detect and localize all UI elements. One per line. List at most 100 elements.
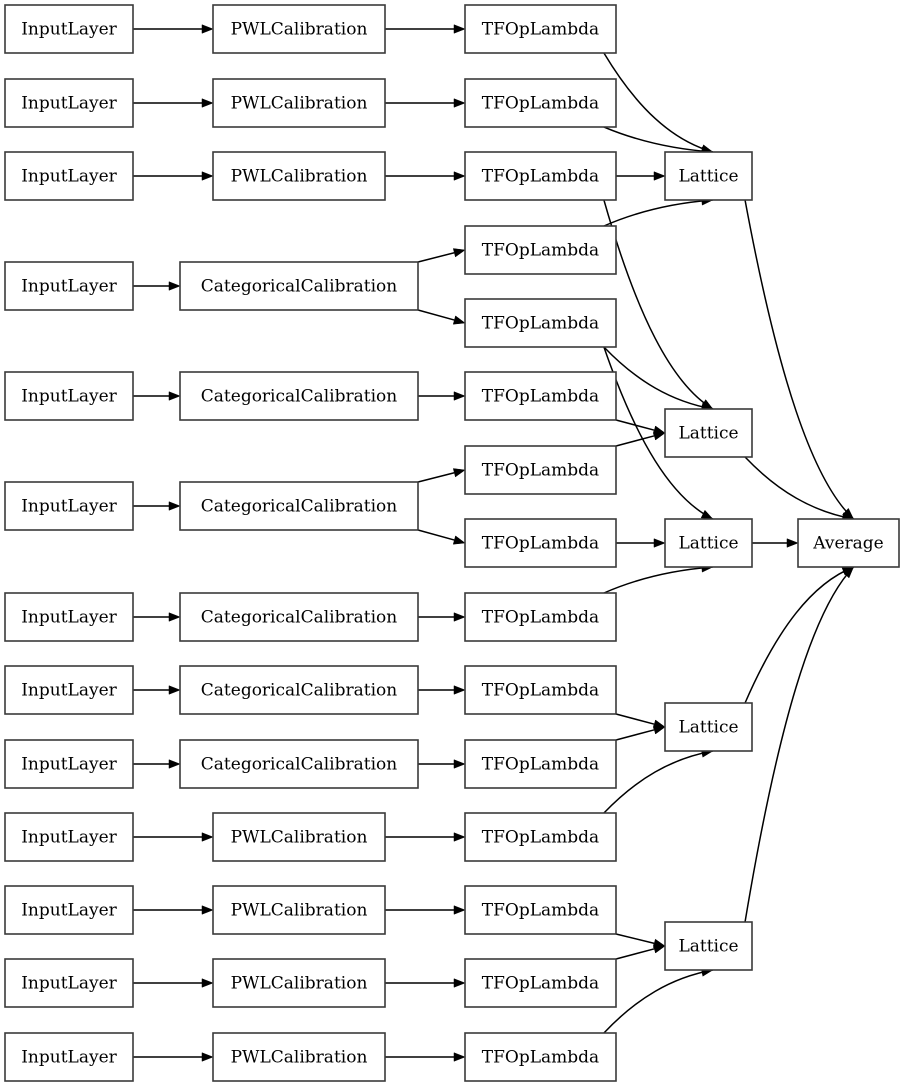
node-inputlayer[interactable]: InputLayer <box>4 812 134 862</box>
node-box[interactable] <box>4 958 134 1008</box>
node-inputlayer[interactable]: InputLayer <box>4 481 134 531</box>
node-box[interactable] <box>464 445 617 495</box>
node-inputlayer[interactable]: InputLayer <box>4 4 134 54</box>
node-box[interactable] <box>4 1032 134 1082</box>
node-box[interactable] <box>4 261 134 311</box>
node-pwlcalibration[interactable]: PWLCalibration <box>212 4 386 54</box>
node-tfoplambda[interactable]: TFOpLambda <box>464 665 617 715</box>
node-tfoplambda[interactable]: TFOpLambda <box>464 371 617 421</box>
node-box[interactable] <box>464 812 617 862</box>
node-box[interactable] <box>212 4 386 54</box>
node-inputlayer[interactable]: InputLayer <box>4 885 134 935</box>
node-inputlayer[interactable]: InputLayer <box>4 958 134 1008</box>
node-box[interactable] <box>464 592 617 642</box>
node-box[interactable] <box>212 78 386 128</box>
node-box[interactable] <box>664 518 753 568</box>
arrowhead-icon <box>652 725 666 735</box>
node-label: Lattice <box>678 718 738 738</box>
node-categoricalcalibration[interactable]: CategoricalCalibration <box>179 371 419 421</box>
node-box[interactable] <box>664 702 753 752</box>
node-box[interactable] <box>4 4 134 54</box>
node-tfoplambda[interactable]: TFOpLambda <box>464 298 617 348</box>
node-categoricalcalibration[interactable]: CategoricalCalibration <box>179 739 419 789</box>
node-lattice[interactable]: Lattice <box>664 921 753 971</box>
node-tfoplambda[interactable]: TFOpLambda <box>464 885 617 935</box>
node-box[interactable] <box>464 225 617 275</box>
node-box[interactable] <box>464 4 617 54</box>
node-tfoplambda[interactable]: TFOpLambda <box>464 151 617 201</box>
node-inputlayer[interactable]: InputLayer <box>4 592 134 642</box>
node-lattice[interactable]: Lattice <box>664 151 753 201</box>
node-categoricalcalibration[interactable]: CategoricalCalibration <box>179 481 419 531</box>
edge-tfoplambda-to-lattice <box>615 435 655 447</box>
node-box[interactable] <box>4 885 134 935</box>
node-pwlcalibration[interactable]: PWLCalibration <box>212 812 386 862</box>
node-box[interactable] <box>179 481 419 531</box>
node-box[interactable] <box>179 665 419 715</box>
node-box[interactable] <box>4 592 134 642</box>
node-inputlayer[interactable]: InputLayer <box>4 261 134 311</box>
node-box[interactable] <box>4 78 134 128</box>
node-inputlayer[interactable]: InputLayer <box>4 1032 134 1082</box>
arrowhead-icon <box>452 535 466 545</box>
node-tfoplambda[interactable]: TFOpLambda <box>464 4 617 54</box>
node-tfoplambda[interactable]: TFOpLambda <box>464 592 617 642</box>
node-pwlcalibration[interactable]: PWLCalibration <box>212 151 386 201</box>
arrowhead-icon <box>168 281 181 291</box>
node-box[interactable] <box>664 921 753 971</box>
node-box[interactable] <box>464 958 617 1008</box>
node-box[interactable] <box>464 78 617 128</box>
node-box[interactable] <box>4 739 134 789</box>
node-inputlayer[interactable]: InputLayer <box>4 78 134 128</box>
node-average[interactable]: Average <box>797 518 900 568</box>
node-pwlcalibration[interactable]: PWLCalibration <box>212 885 386 935</box>
node-box[interactable] <box>4 481 134 531</box>
arrowhead-icon <box>652 431 666 441</box>
node-tfoplambda[interactable]: TFOpLambda <box>464 739 617 789</box>
node-box[interactable] <box>464 371 617 421</box>
node-box[interactable] <box>664 151 753 201</box>
node-categoricalcalibration[interactable]: CategoricalCalibration <box>179 592 419 642</box>
node-tfoplambda[interactable]: TFOpLambda <box>464 812 617 862</box>
node-tfoplambda[interactable]: TFOpLambda <box>464 445 617 495</box>
node-categoricalcalibration[interactable]: CategoricalCalibration <box>179 665 419 715</box>
node-tfoplambda[interactable]: TFOpLambda <box>464 958 617 1008</box>
node-pwlcalibration[interactable]: PWLCalibration <box>212 78 386 128</box>
node-tfoplambda[interactable]: TFOpLambda <box>464 225 617 275</box>
node-box[interactable] <box>464 665 617 715</box>
node-box[interactable] <box>464 298 617 348</box>
node-box[interactable] <box>212 1032 386 1082</box>
node-box[interactable] <box>797 518 900 568</box>
node-lattice[interactable]: Lattice <box>664 518 753 568</box>
node-box[interactable] <box>4 665 134 715</box>
node-box[interactable] <box>212 151 386 201</box>
node-box[interactable] <box>4 151 134 201</box>
node-tfoplambda[interactable]: TFOpLambda <box>464 78 617 128</box>
node-box[interactable] <box>179 371 419 421</box>
node-lattice[interactable]: Lattice <box>664 408 753 458</box>
node-lattice[interactable]: Lattice <box>664 702 753 752</box>
node-box[interactable] <box>179 592 419 642</box>
node-box[interactable] <box>212 812 386 862</box>
node-tfoplambda[interactable]: TFOpLambda <box>464 1032 617 1082</box>
node-pwlcalibration[interactable]: PWLCalibration <box>212 958 386 1008</box>
node-box[interactable] <box>4 371 134 421</box>
node-inputlayer[interactable]: InputLayer <box>4 665 134 715</box>
node-box[interactable] <box>464 885 617 935</box>
node-inputlayer[interactable]: InputLayer <box>4 371 134 421</box>
node-box[interactable] <box>464 739 617 789</box>
node-categoricalcalibration[interactable]: CategoricalCalibration <box>179 261 419 311</box>
node-box[interactable] <box>4 812 134 862</box>
node-pwlcalibration[interactable]: PWLCalibration <box>212 1032 386 1082</box>
node-box[interactable] <box>464 518 617 568</box>
node-tfoplambda[interactable]: TFOpLambda <box>464 518 617 568</box>
node-inputlayer[interactable]: InputLayer <box>4 739 134 789</box>
node-box[interactable] <box>212 958 386 1008</box>
node-box[interactable] <box>464 1032 617 1082</box>
node-box[interactable] <box>212 885 386 935</box>
node-box[interactable] <box>179 739 419 789</box>
node-inputlayer[interactable]: InputLayer <box>4 151 134 201</box>
node-box[interactable] <box>464 151 617 201</box>
node-box[interactable] <box>664 408 753 458</box>
node-box[interactable] <box>179 261 419 311</box>
